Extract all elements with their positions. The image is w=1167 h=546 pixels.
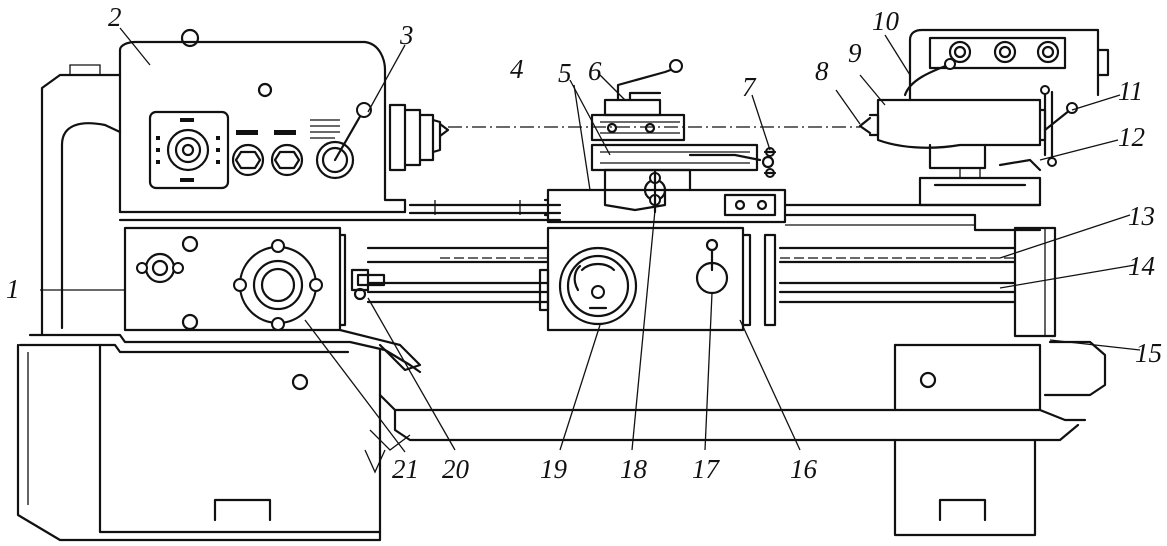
tailstock: [858, 28, 1110, 207]
label-20: 20: [442, 454, 470, 484]
left-housing: [40, 64, 122, 337]
label-10: 10: [872, 6, 900, 36]
label-15: 15: [1135, 338, 1162, 368]
tool-post: [590, 59, 777, 214]
label-4: 4: [510, 54, 524, 84]
label-8: 8: [815, 56, 829, 86]
part-labels: 1 2 3 4 5 6 7 8 9 10 11 12 13 14 15 16 1…: [6, 2, 1162, 484]
leader-lines: [40, 27, 1141, 453]
label-2: 2: [108, 2, 122, 32]
label-12: 12: [1118, 122, 1145, 152]
label-19: 19: [540, 454, 568, 484]
label-11: 11: [1118, 76, 1143, 106]
label-9: 9: [848, 38, 862, 68]
carriage-apron: [538, 188, 787, 332]
label-3: 3: [399, 20, 414, 50]
label-1: 1: [6, 274, 20, 304]
label-7: 7: [742, 72, 757, 102]
feed-rods: [366, 226, 1057, 338]
label-17: 17: [692, 454, 721, 484]
label-14: 14: [1128, 251, 1155, 281]
bed-ways: [118, 198, 1042, 232]
gearbox: [123, 226, 386, 332]
label-16: 16: [790, 454, 818, 484]
label-13: 13: [1128, 201, 1155, 231]
lathe-bed: [16, 328, 1107, 542]
label-21: 21: [392, 454, 419, 484]
headstock: [118, 28, 450, 214]
label-18: 18: [620, 454, 648, 484]
label-6: 6: [588, 56, 602, 86]
label-5: 5: [558, 58, 572, 88]
